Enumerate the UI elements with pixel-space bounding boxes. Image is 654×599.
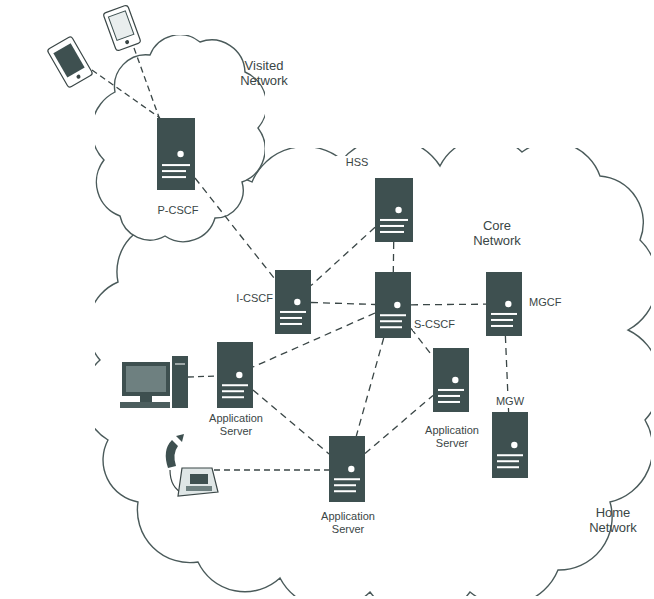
server-node: MGCF [486, 272, 522, 336]
server-icon [157, 118, 195, 190]
server-node: HSS [375, 178, 413, 242]
server-node: S-CSCF [375, 272, 411, 338]
server-label: I-CSCF [228, 292, 274, 305]
server-label: MGW [486, 395, 534, 408]
server-label: MGCF [528, 296, 574, 309]
server-node: MGW [492, 412, 528, 478]
network-label: Visited Network [228, 58, 300, 88]
server-icon [275, 270, 311, 334]
server-node: P-CSCF [157, 118, 195, 190]
server-label: HSS [336, 156, 378, 169]
server-icon [486, 272, 522, 336]
server-icon [433, 348, 469, 412]
server-label: Application Server [305, 510, 391, 536]
network-label: Home Network [582, 505, 644, 535]
server-label: P-CSCF [148, 204, 208, 217]
server-label: S-CSCF [413, 318, 461, 331]
server-node: Application Server [217, 342, 253, 408]
server-node: Application Server [329, 436, 365, 502]
server-icon [375, 178, 413, 242]
server-icon [492, 412, 528, 478]
mobile-phone [103, 5, 141, 51]
network-cloud: Visited NetworkP-CSCF [95, 35, 265, 245]
network-label: Core Network [466, 218, 528, 248]
server-icon [217, 342, 253, 408]
server-label: Application Server [193, 412, 279, 438]
server-icon [375, 272, 411, 338]
mobile-phone [47, 36, 93, 88]
server-node: Application Server [433, 348, 469, 412]
server-node: I-CSCF [275, 270, 311, 334]
server-icon [329, 436, 365, 502]
server-label: Application Server [409, 424, 495, 450]
